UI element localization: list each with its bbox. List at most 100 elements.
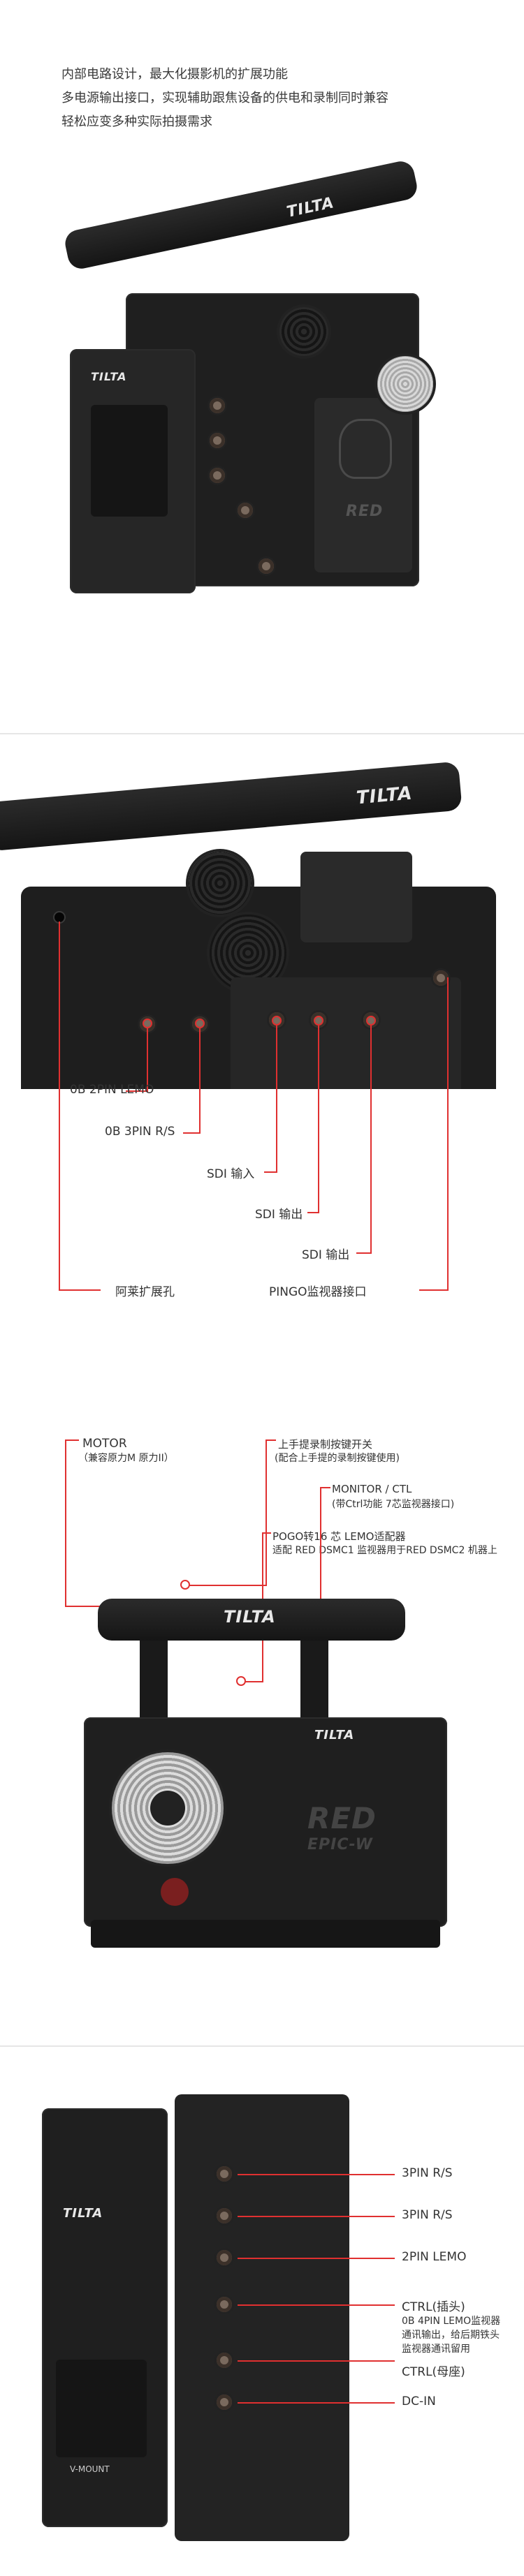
label-ctrl-socket: CTRL(母座) <box>402 2365 465 2379</box>
callout-line <box>264 1171 277 1173</box>
handle-leg-right <box>300 1641 328 1724</box>
port-icon <box>217 2353 232 2368</box>
callout-line <box>276 1026 277 1172</box>
top-handle <box>62 158 420 272</box>
label-motor: MOTOR <box>82 1437 127 1451</box>
label-0b-2pin-lemo: 0B 2PIN LEMO <box>70 1083 154 1097</box>
callout-line <box>265 1439 276 1441</box>
tilta-logo-front: TILTA <box>314 1728 355 1742</box>
lens-cap-icon <box>150 1791 185 1826</box>
callout-line <box>183 1132 201 1134</box>
callout-line <box>59 921 60 1290</box>
label-switch-sub: (配合上手提的录制按键使用) <box>275 1453 400 1464</box>
red-badge-icon <box>161 1878 189 1906</box>
port-icon <box>217 2250 232 2265</box>
label-sdi-out-1: SDI 输出 <box>255 1208 303 1222</box>
red-side-panel: RED <box>314 398 412 572</box>
label-3pin-rs-b: 3PIN R/S <box>402 2208 453 2222</box>
intro-line-3: 轻松应变多种实际拍摄需求 <box>61 114 212 129</box>
callout-dot <box>195 1019 205 1028</box>
mount-block <box>300 852 412 942</box>
arri-hole-icon <box>54 912 64 922</box>
port-icon <box>238 503 253 518</box>
callout-line <box>189 1585 267 1586</box>
callout-line <box>65 1439 66 1607</box>
label-pingo-monitor: PINGO监视器接口 <box>269 1285 367 1299</box>
tilta-logo-side: TILTA <box>63 2206 103 2221</box>
product-photo-3: TILTA TILTA RED EPIC-W <box>70 1571 461 1962</box>
product-photo-2: TILTA <box>0 747 524 1138</box>
callout-line <box>126 1090 148 1092</box>
callout-line <box>238 2258 395 2259</box>
callout-line <box>147 1028 148 1091</box>
callout-line <box>199 1028 201 1133</box>
port-icon <box>217 2394 232 2410</box>
label-dc-in: DC-IN <box>402 2394 436 2408</box>
label-sdi-out-2: SDI 输出 <box>302 1248 350 1262</box>
fan-icon <box>189 852 252 915</box>
label-ctrl-desc-1: 0B 4PIN LEMO监视器 <box>402 2316 501 2327</box>
label-arri-holes: 阿莱扩展孔 <box>115 1285 175 1299</box>
port-icon <box>217 2297 232 2312</box>
section-divider <box>0 2045 524 2047</box>
port-icon <box>217 2166 232 2182</box>
product-photo-1: TILTA TILTA RED <box>49 158 440 656</box>
callout-line <box>238 2360 395 2362</box>
callout-line <box>238 2174 395 2175</box>
callout-line <box>65 1439 79 1441</box>
label-monitor-sub: (带Ctrl功能 7芯监视器接口) <box>332 1499 455 1510</box>
section-divider <box>0 733 524 734</box>
label-pogo: POGO转16 芯 LEMO适配器 <box>272 1530 406 1543</box>
top-handle <box>98 1599 405 1641</box>
skull-emblem-icon <box>339 419 392 479</box>
red-logo: RED <box>307 1801 377 1835</box>
port-icon <box>217 2208 232 2223</box>
vmount-label: V-MOUNT <box>70 2464 110 2474</box>
label-3pin-rs-a: 3PIN R/S <box>402 2166 453 2180</box>
callout-line <box>238 2216 395 2217</box>
callout-dot <box>314 1016 323 1026</box>
intro-line-1: 内部电路设计，最大化摄影机的扩展功能 <box>61 67 288 82</box>
callout-line <box>238 2304 395 2306</box>
callout-dot <box>180 1580 190 1590</box>
red-logo: RED <box>346 503 384 520</box>
lens-ring-icon <box>377 356 433 412</box>
port-icon <box>210 433 225 448</box>
callout-line <box>419 1289 449 1291</box>
epic-w-logo: EPIC-W <box>307 1836 373 1853</box>
port-icon <box>210 398 225 413</box>
label-sdi-in: SDI 输入 <box>207 1167 255 1181</box>
port-icon <box>259 558 274 574</box>
callout-line <box>447 977 449 1290</box>
label-motor-sub: （兼容原力M 原力II） <box>78 1453 174 1464</box>
label-2pin-lemo: 2PIN LEMO <box>402 2250 467 2264</box>
top-handle <box>0 761 463 852</box>
product-photo-4: TILTA V-MOUNT <box>35 2066 363 2555</box>
callout-dot <box>272 1016 282 1026</box>
rear-plate <box>175 2094 349 2541</box>
tilta-logo: TILTA <box>224 1607 276 1627</box>
vmount-plate <box>56 2360 147 2457</box>
port-icon <box>433 970 449 986</box>
callout-line <box>262 1532 271 1534</box>
callout-line <box>307 1212 319 1213</box>
label-0b-3pin-rs: 0B 3PIN R/S <box>105 1125 175 1139</box>
callout-line <box>356 1252 372 1254</box>
callout-line <box>245 1681 263 1682</box>
callout-dot <box>366 1016 376 1026</box>
callout-line <box>59 1289 101 1291</box>
label-ctrl-desc-2: 通讯输出，给后期铁头 <box>402 2330 500 2341</box>
fan-icon <box>279 307 328 356</box>
callout-line <box>370 1026 372 1253</box>
label-monitor-ctl: MONITOR / CTL <box>332 1483 412 1495</box>
base-plate <box>91 1920 440 1948</box>
callout-line <box>318 1026 319 1213</box>
camera-body <box>42 2108 168 2527</box>
intro-text: 内部电路设计，最大化摄影机的扩展功能 多电源输出接口，实现辅助跟焦设备的供电和录… <box>61 63 495 134</box>
callout-line <box>320 1487 321 1620</box>
label-ctrl-desc-3: 监视器通讯留用 <box>402 2344 470 2355</box>
intro-line-2: 多电源输出接口，实现辅助跟焦设备的供电和录制同时兼容 <box>61 91 388 105</box>
tilta-logo-side: TILTA <box>91 370 127 383</box>
callout-dot <box>143 1019 152 1028</box>
label-pogo-sub: 适配 RED DSMC1 监视器用于RED DSMC2 机器上 <box>272 1545 497 1556</box>
